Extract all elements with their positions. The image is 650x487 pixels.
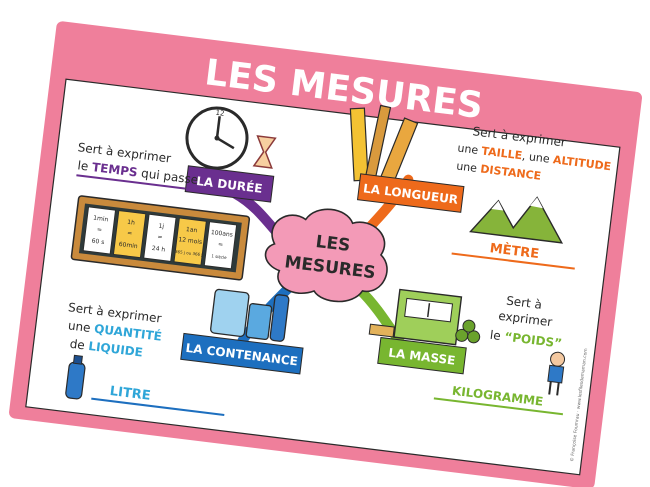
clock-icon: 12 bbox=[185, 106, 249, 170]
conversion-card-bg bbox=[82, 206, 116, 255]
conversion-bottom: 24 h bbox=[151, 245, 165, 254]
conversion-card: 100ans = 1 siècle bbox=[203, 221, 237, 270]
conversion-bottom: 1 siècle bbox=[211, 253, 227, 260]
conversion-top: 1j bbox=[158, 223, 165, 231]
conversion-card-bg bbox=[143, 213, 177, 262]
conversion-top: 1h bbox=[127, 219, 136, 227]
conversion-top: 100ans bbox=[210, 229, 233, 239]
conversion-card: 1min = 60 s bbox=[82, 206, 116, 255]
duree-conversion-board: 1min = 60 s 1h = 60min 1j = 24 h 1an 12 mois 365 j … bbox=[70, 195, 251, 281]
center-cloud bbox=[264, 208, 388, 303]
conversion-card-bg bbox=[173, 217, 207, 266]
center-node: LES MESURES bbox=[264, 208, 388, 303]
longueur-label-box bbox=[356, 173, 465, 213]
conversion-mid: = bbox=[127, 230, 133, 238]
masse-desc-line3: le “POIDS” bbox=[489, 328, 563, 351]
conversion-mid: = bbox=[96, 226, 102, 234]
duree-underline bbox=[76, 174, 186, 190]
longueur-unit: MÈTRE bbox=[489, 240, 540, 262]
masse-desc-line1: Sert à bbox=[505, 294, 542, 312]
svg-text:12: 12 bbox=[215, 109, 225, 118]
conversion-card: 1j = 24 h bbox=[143, 213, 177, 262]
conversion-card-bg bbox=[113, 210, 147, 259]
conversion-top: 1an bbox=[186, 226, 198, 234]
ruler-icon bbox=[349, 104, 419, 187]
conversion-mid: = bbox=[157, 234, 163, 242]
conversion-top: 1min bbox=[93, 215, 109, 224]
conversion-mid: 12 mois bbox=[178, 236, 203, 246]
poster: LES MESURES LES MESURES 12 bbox=[9, 21, 643, 487]
mountain-icon bbox=[469, 196, 564, 244]
duree-section: 12 LA DURÉE Sert à exprimer le TEMPS qui… bbox=[70, 106, 277, 281]
contenance-unit: LITRE bbox=[109, 384, 151, 404]
conversion-bottom: 365 j ou 366 j bbox=[175, 249, 203, 257]
duree-label-box bbox=[184, 165, 275, 203]
conversion-bottom: 60 s bbox=[91, 238, 104, 246]
center-line1: LES bbox=[314, 232, 351, 256]
conversion-mid: = bbox=[218, 241, 224, 249]
conversion-bottom: 60min bbox=[118, 241, 138, 250]
conversion-card-bg bbox=[203, 221, 237, 270]
conversion-card: 1h = 60min bbox=[113, 210, 147, 259]
bottle-icon bbox=[65, 354, 86, 400]
masse-underline bbox=[433, 397, 564, 416]
masse-desc-line2: exprimer bbox=[498, 309, 554, 330]
contenance-section: LA CONTENANCE Sert à exprimer une QUANTI… bbox=[65, 288, 304, 417]
contenance-underline bbox=[91, 397, 225, 417]
duree-desc-line2: le TEMPS qui passe bbox=[77, 158, 199, 187]
contenance-label-box bbox=[180, 332, 304, 375]
containers-icon bbox=[210, 288, 290, 342]
child-icon bbox=[547, 351, 566, 396]
scale-icon bbox=[368, 288, 481, 346]
longueur-underline bbox=[451, 252, 575, 270]
hourglass-icon bbox=[252, 135, 277, 169]
conversion-card: 1an 12 mois 365 j ou 366 j bbox=[173, 217, 207, 266]
masse-label-box bbox=[377, 336, 467, 375]
contenance-desc-line3: de LIQUIDE bbox=[69, 337, 144, 360]
